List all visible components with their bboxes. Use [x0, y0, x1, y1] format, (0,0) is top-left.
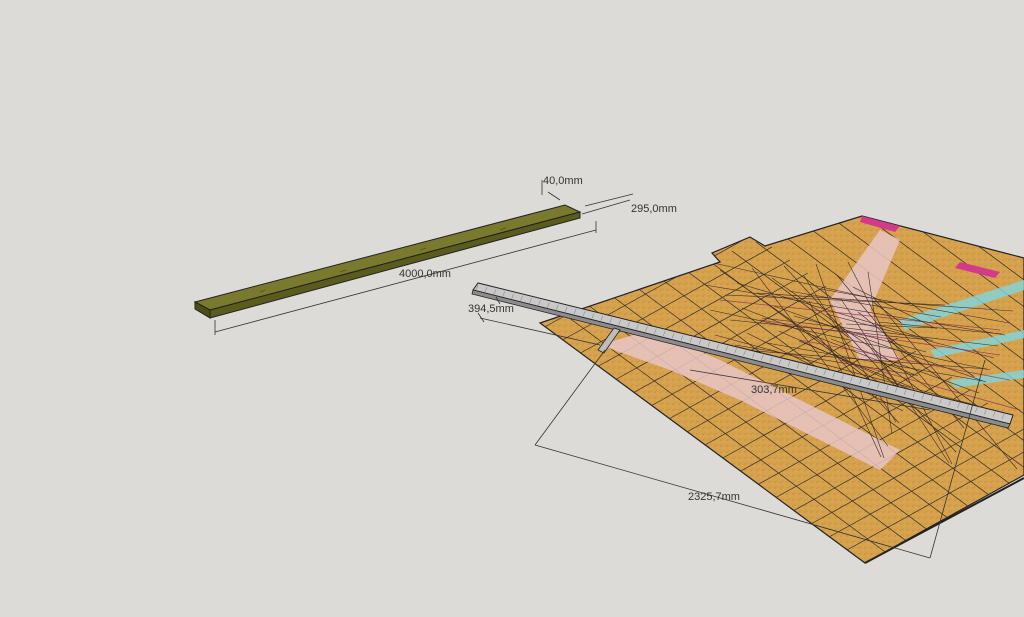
- metal-rail[interactable]: [471, 282, 1014, 429]
- board-dimension-lines: [214, 180, 634, 335]
- dim-board-length: 4000,0mm: [399, 268, 451, 280]
- dim-sheet-length: 2325,7mm: [688, 491, 740, 503]
- dim-rail-offset: 394,5mm: [468, 303, 514, 315]
- wood-sheet[interactable]: [415, 130, 1024, 593]
- wood-board[interactable]: [193, 204, 582, 319]
- sheet-dimension-lines: [477, 296, 986, 559]
- dim-board-width: 295,0mm: [631, 203, 677, 215]
- rail-post: [597, 327, 621, 354]
- dim-board-thickness: 40,0mm: [543, 175, 583, 187]
- dim-inner-distance: 303,7mm: [751, 384, 797, 396]
